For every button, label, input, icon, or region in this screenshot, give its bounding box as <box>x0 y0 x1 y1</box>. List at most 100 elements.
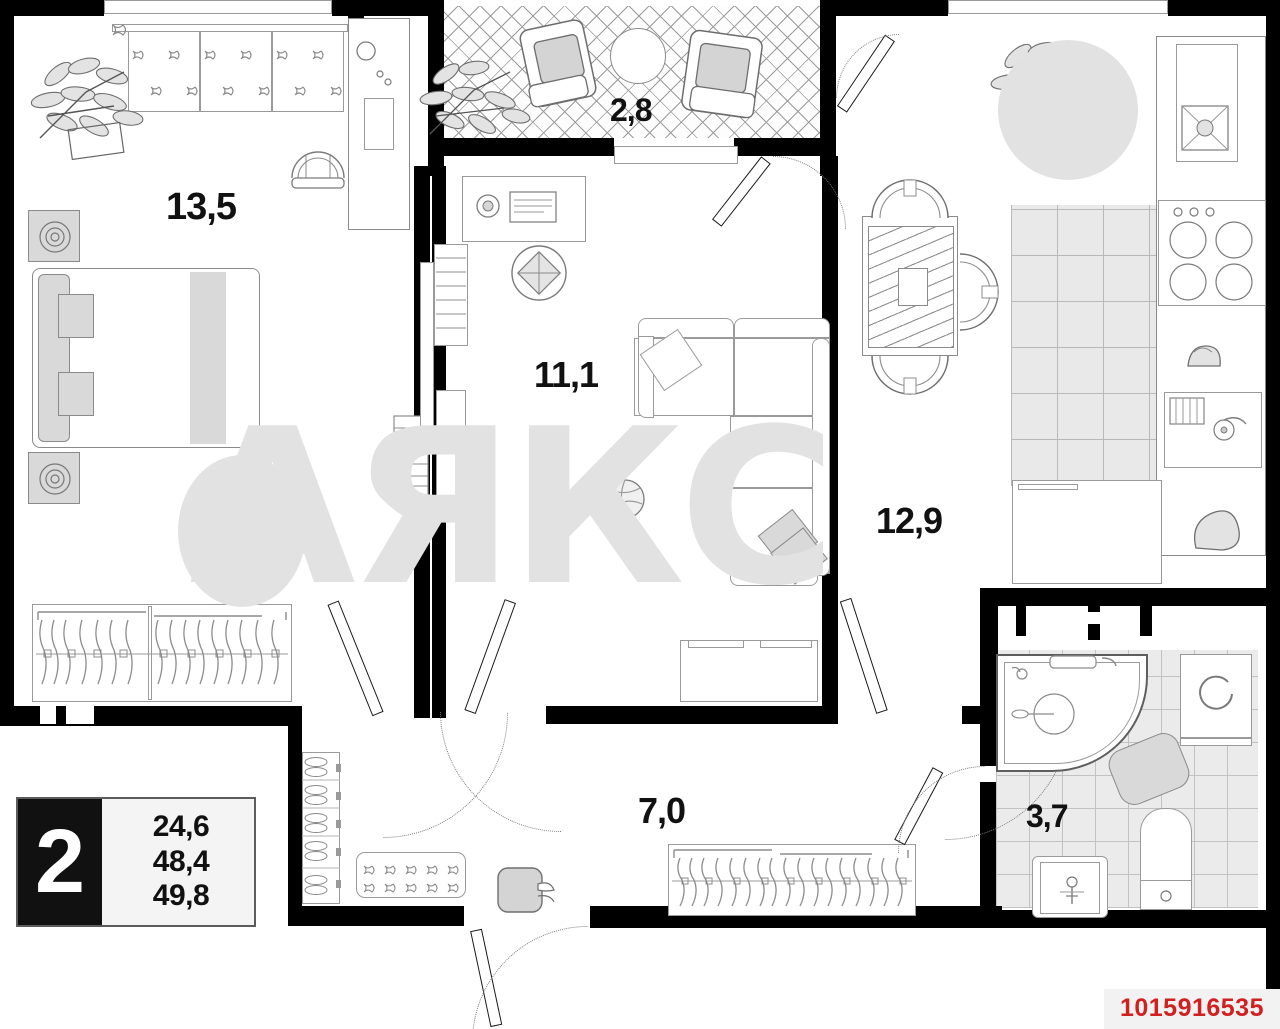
area-legend: 2 24,6 48,4 49,8 <box>16 797 256 927</box>
door-leaf-living <box>464 599 516 715</box>
dining-chair-bottom <box>871 355 949 395</box>
door-leaf-kitchen <box>839 597 888 714</box>
ball-icon <box>605 479 645 519</box>
bed-mattress-runner <box>190 272 226 444</box>
washing-machine <box>1180 654 1252 738</box>
area-label-kitchen: 12,9 <box>876 500 943 541</box>
wall-bedroom-bottom-stub <box>288 706 302 920</box>
balcony-side-table <box>610 28 666 84</box>
living-wall-console <box>420 262 434 438</box>
wall-balcony-bottom-right <box>734 138 836 156</box>
bathroom-basin <box>1040 862 1100 914</box>
balcony-armchair-left <box>519 19 597 108</box>
sofa-back-left <box>638 318 734 338</box>
area-label-hall: 7,0 <box>638 790 686 831</box>
bathroom-faucet-icon <box>1060 876 1084 904</box>
vanity-accessories-icon <box>356 41 392 86</box>
legend-total-area: 48,4 <box>152 844 210 878</box>
legend-rooms-count: 2 <box>18 799 102 925</box>
balcony-armchair-right <box>681 29 763 119</box>
wardrobe-hall <box>668 844 916 916</box>
toilet-flush-icon <box>1160 890 1172 902</box>
tv-screen <box>436 390 466 498</box>
bench-tufting <box>112 24 342 96</box>
bench-seat-3 <box>272 30 344 112</box>
wall-living-bottom-left <box>546 706 838 724</box>
wall-bath-niche-3 <box>1088 624 1100 640</box>
door-swing-entry <box>472 926 588 1029</box>
door-leaf-bedroom <box>327 600 384 717</box>
shoe-cabinet-shoes <box>302 757 341 895</box>
shower-fixtures-icon <box>1011 655 1117 735</box>
nightstand-bottom <box>28 452 80 504</box>
bench-seat-1 <box>128 30 200 112</box>
vanity-stool-icon <box>291 151 345 189</box>
wall-exterior-right <box>1266 0 1280 992</box>
wall-bath-niche-2 <box>1088 592 1100 612</box>
wardrobe-hangers-bedroom <box>36 611 288 685</box>
wall-bath-niche-4 <box>1140 592 1152 636</box>
window-kitchen-top <box>948 0 1168 14</box>
kitchen-tile-floor <box>1011 205 1175 486</box>
sofa-back-right <box>734 318 830 338</box>
window-bedroom-top <box>104 0 332 14</box>
dining-chair-right <box>959 253 999 331</box>
wall-exterior-top-right <box>1168 0 1280 16</box>
kitchen-cutting-board-icon <box>1193 510 1240 551</box>
wall-exterior-top-mid1 <box>332 0 444 16</box>
balcony-window-sill <box>614 146 738 164</box>
wall-kitchen-bathroom-lower <box>980 606 998 660</box>
kitchen-utensil-icon <box>1187 345 1221 367</box>
wardrobe-hangers-hall <box>672 849 912 907</box>
washing-machine-base <box>1180 738 1252 746</box>
living-console-top <box>688 640 744 648</box>
dining-chair-top <box>871 179 949 219</box>
watermark-dot-left <box>178 455 306 607</box>
lamp-icon-bottom <box>39 463 71 495</box>
wall-exterior-top-left <box>0 0 104 16</box>
living-media-console <box>680 640 818 702</box>
living-console-top-2 <box>760 640 812 648</box>
legend-total-with-balcony: 49,8 <box>152 879 210 913</box>
dining-table-centerpiece <box>898 268 928 306</box>
bench-rail <box>112 24 348 32</box>
living-desk-items <box>476 191 557 223</box>
kitchen-lower-counter-slab <box>1018 484 1078 490</box>
wall-balcony-right <box>820 0 836 176</box>
wardrobe-bedroom-divider <box>148 606 152 700</box>
legend-areas: 24,6 48,4 49,8 <box>102 799 254 925</box>
tv-panel-lines <box>436 257 466 329</box>
plant-icon-balcony <box>419 60 531 135</box>
tv-panel <box>434 244 468 346</box>
watermark-dot-right <box>998 40 1138 180</box>
hall-chair-icon <box>497 867 555 913</box>
listing-id-badge: 1015916535 <box>1103 989 1280 1029</box>
hall-bench-tufting <box>363 865 459 893</box>
toilet-tank <box>1140 880 1192 910</box>
plant-icon-bedroom <box>30 57 144 161</box>
sofa-arm-right <box>812 338 830 576</box>
area-label-bathroom: 3,7 <box>1026 798 1068 834</box>
kitchen-lower-counter <box>1012 480 1162 584</box>
vanity-mirror <box>364 98 394 150</box>
wall-exterior-top-mid2 <box>820 0 948 16</box>
wall-corridor-bottom-left <box>288 906 464 926</box>
wall-exterior-left <box>0 0 14 726</box>
kitchen-cabinet-detail <box>1181 105 1229 151</box>
wall-kitchen-bathroom <box>980 588 1266 606</box>
door-leaf-balcony-left <box>712 156 771 227</box>
area-label-balcony: 2,8 <box>610 92 652 128</box>
bed-pillow-bottom <box>58 372 94 416</box>
kitchen-sink-detail <box>1169 397 1247 441</box>
living-desk-chair <box>511 245 567 301</box>
wall-bath-niche-1 <box>1016 592 1026 636</box>
nightstand-top <box>28 210 80 262</box>
legend-living-area: 24,6 <box>152 809 210 843</box>
area-label-living: 11,1 <box>534 354 599 395</box>
washing-machine-drum-icon <box>1199 675 1233 710</box>
wall-partition-living-kitchen <box>822 156 838 718</box>
lamp-icon-top <box>39 221 71 253</box>
wall-balcony-bottom-left <box>428 138 614 156</box>
bed-pillow-top <box>58 294 94 338</box>
